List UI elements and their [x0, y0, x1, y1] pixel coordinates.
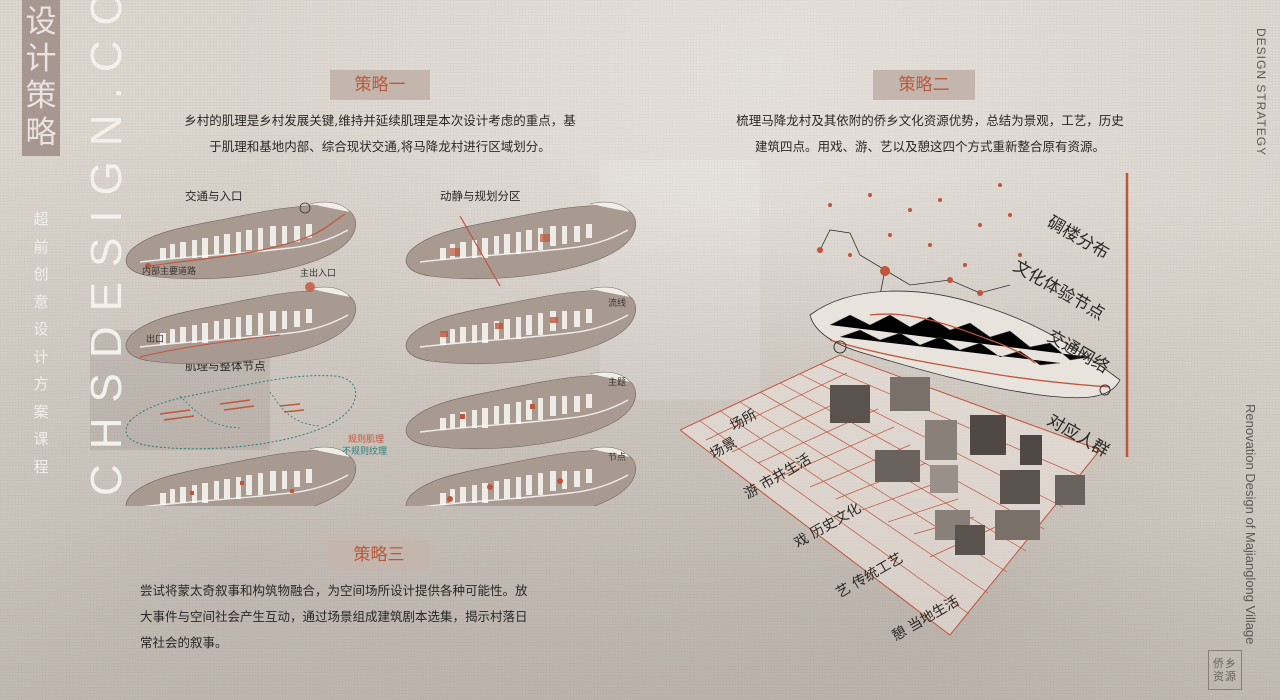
label-irregular-texture: 不规则纹理	[342, 447, 388, 457]
label-main-road: 内部主要道路	[142, 267, 197, 277]
collage-block	[600, 160, 760, 400]
village-sketch	[809, 290, 1121, 399]
map-zoning-2	[405, 286, 637, 365]
seal-stamp: 侨乡资源	[1208, 650, 1242, 690]
village-maps	[125, 201, 637, 506]
label-flow: 流线	[608, 299, 627, 309]
map-group2-label: 动静与规划分区	[440, 189, 521, 203]
map-traffic-2	[125, 282, 357, 365]
strategy2-text: 梳理马降龙村及其依附的侨乡文化资源优势，总结为景观，工艺，历史 建筑四点。用戏、…	[700, 108, 1160, 160]
strategy1-heading: 策略一	[330, 70, 430, 100]
map-zoning-1	[405, 201, 637, 287]
vertical-course-text: 超前创意设计方案课程	[33, 210, 49, 476]
strategy1-text: 乡村的肌理是乡村发展关键,维持并延续肌理是本次设计考虑的重点，基 于肌理和基地内…	[150, 108, 610, 160]
strategy3-heading: 策略三	[328, 540, 430, 570]
map-group1-label: 交通与入口	[185, 189, 243, 203]
map-texture	[125, 375, 357, 450]
strategy3-line2: 大事件与空间社会产生互动，通过场景组成建筑剧本选集，揭示村落日	[140, 609, 528, 624]
strategy1-line1: 乡村的肌理是乡村发展关键,维持并延续肌理是本次设计考虑的重点，基	[184, 113, 576, 128]
sidebar-title: 设计策略	[22, 0, 60, 156]
design-strategy-en: DESIGN STRATEGY	[1254, 28, 1268, 157]
strategy2-heading: 策略二	[873, 70, 975, 100]
layered-diagram	[680, 173, 1129, 636]
label-exit: 出口	[146, 335, 165, 345]
collage-block	[0, 520, 1280, 700]
label-theme: 主题	[608, 378, 627, 388]
strategy3-line3: 常社会的叙事。	[140, 635, 228, 650]
strategy2-line1: 梳理马降龙村及其依附的侨乡文化资源优势，总结为景观，工艺，历史	[736, 113, 1124, 128]
strategy3-line1: 尝试将蒙太奇叙事和构筑物融合，为空间场所设计提供各种可能性。放	[140, 583, 528, 598]
map-texture-2	[125, 446, 357, 506]
strategy3-text: 尝试将蒙太奇叙事和构筑物融合，为空间场所设计提供各种可能性。放 大事件与空间社会…	[140, 578, 620, 656]
strategy2-line2: 建筑四点。用戏、游、艺以及憩这四个方式重新整合原有资源。	[754, 139, 1105, 154]
map-zoning-3	[405, 371, 637, 450]
label-main-entrance: 主出入口	[300, 269, 337, 279]
project-name-en: Renovation Design of Majianglong Village	[1243, 404, 1258, 645]
label-node: 节点	[608, 453, 627, 463]
scene-photos	[830, 377, 1085, 555]
label-regular-texture: 规则肌理	[348, 435, 385, 445]
map-traffic-entrance	[125, 201, 357, 280]
map-zoning-4	[405, 446, 637, 506]
strategy1-line2: 于肌理和基地内部、综合现状交通,将马降龙村进行区域划分。	[209, 139, 551, 154]
watchtower-dots	[828, 183, 1022, 267]
